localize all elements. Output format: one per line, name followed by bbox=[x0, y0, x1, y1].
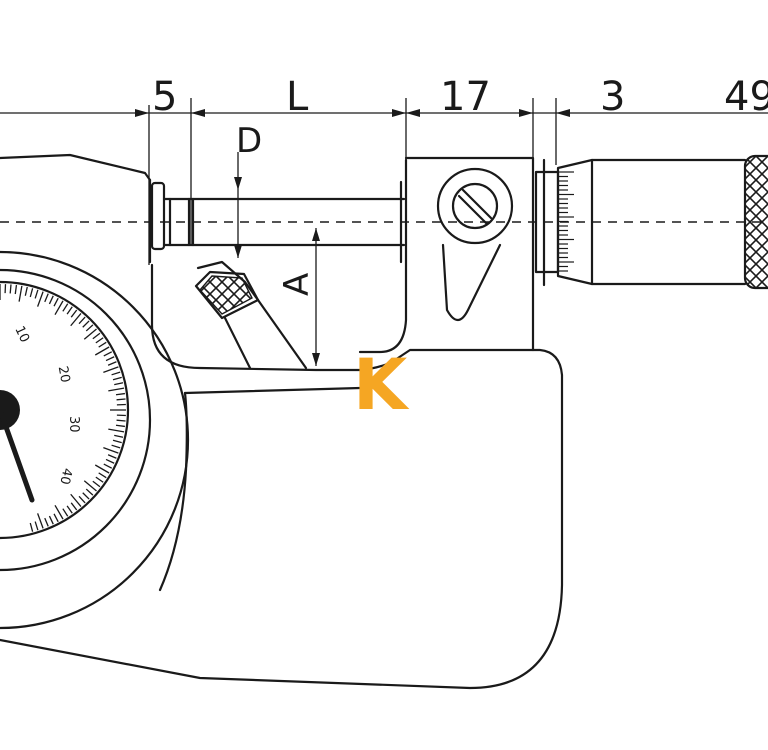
dial-tick bbox=[78, 495, 86, 504]
dimension-5: 5 bbox=[152, 74, 177, 120]
dial-tick bbox=[34, 521, 39, 531]
dial-tick bbox=[70, 502, 78, 511]
dial-tick bbox=[53, 513, 59, 523]
dial-tick bbox=[112, 376, 122, 381]
dial-tick bbox=[116, 398, 126, 401]
dial-tick bbox=[85, 324, 94, 332]
dial-tick bbox=[103, 366, 119, 373]
dial-tick bbox=[114, 382, 124, 386]
dial-scale-20: 20 bbox=[55, 365, 73, 384]
dial-tick bbox=[14, 284, 18, 295]
dial-tick bbox=[83, 480, 97, 492]
label-D: D bbox=[236, 121, 262, 161]
dial-tick bbox=[66, 505, 73, 514]
dial-tick bbox=[18, 285, 23, 302]
dial-tick bbox=[48, 295, 54, 305]
knurled-ratchet bbox=[743, 154, 768, 290]
lock-screw bbox=[436, 167, 514, 322]
dial-tick bbox=[105, 356, 115, 362]
dial-tick bbox=[98, 472, 107, 479]
dial-tick bbox=[37, 291, 44, 307]
brand-logo-k: K bbox=[353, 344, 410, 426]
dial-tick bbox=[66, 306, 73, 315]
dial-tick bbox=[44, 517, 49, 527]
dial-scale-40: 40 bbox=[56, 467, 74, 486]
dial-tick bbox=[9, 284, 12, 294]
dial-tick bbox=[103, 463, 113, 469]
dial-tick bbox=[54, 504, 64, 520]
dial-tick bbox=[94, 346, 110, 356]
dial-tick bbox=[108, 428, 125, 433]
dial-tick bbox=[83, 328, 97, 340]
dial-tick bbox=[94, 464, 110, 474]
dial-tick bbox=[29, 522, 34, 532]
dial-tick bbox=[95, 337, 104, 344]
dial-tick bbox=[85, 488, 94, 496]
dial-tick bbox=[82, 492, 90, 500]
dial-tick bbox=[115, 392, 126, 396]
dial-indicator bbox=[0, 250, 190, 630]
dial-tick bbox=[108, 387, 125, 392]
a-marker bbox=[312, 228, 320, 366]
dial-tick bbox=[44, 293, 49, 303]
dial-tick bbox=[48, 515, 54, 525]
dial-tick bbox=[115, 424, 126, 428]
dial-tick bbox=[103, 351, 113, 357]
dial-tick bbox=[34, 289, 39, 299]
dial-tick bbox=[116, 419, 126, 422]
dial-tick bbox=[107, 454, 117, 459]
dial-tick bbox=[111, 371, 121, 376]
dial-tick bbox=[70, 313, 82, 327]
thimble bbox=[556, 154, 768, 290]
dial-tick bbox=[37, 513, 44, 529]
dial-tick bbox=[53, 297, 59, 307]
dial-tick bbox=[111, 444, 121, 449]
dial-tick bbox=[112, 439, 122, 444]
dimension-lines bbox=[0, 98, 768, 265]
dial-tick bbox=[114, 434, 124, 438]
dimension-17: 17 bbox=[440, 74, 491, 120]
dimension-L: L bbox=[286, 74, 309, 120]
dial-tick bbox=[92, 480, 101, 488]
dial-tick bbox=[29, 288, 34, 298]
dial-scale-30: 30 bbox=[66, 416, 81, 433]
dial-needle bbox=[0, 407, 35, 503]
micrometer-frame bbox=[0, 153, 564, 690]
dial-tick bbox=[92, 332, 101, 340]
dial-tick bbox=[103, 447, 119, 454]
dial-tick bbox=[107, 361, 117, 366]
spindle bbox=[162, 180, 406, 264]
dial-tick bbox=[82, 320, 90, 328]
dial-tick bbox=[105, 458, 115, 464]
dial-scale-10: 10 bbox=[11, 324, 32, 345]
dial-tick bbox=[78, 316, 86, 325]
dial-tick bbox=[70, 309, 78, 318]
dimension-3: 3 bbox=[600, 74, 625, 120]
dial-tick bbox=[98, 341, 107, 348]
dial-tick bbox=[70, 493, 82, 507]
d-marker bbox=[234, 152, 242, 258]
dial-tick bbox=[62, 508, 69, 517]
label-A: A bbox=[277, 273, 317, 296]
dial-tick bbox=[62, 303, 69, 312]
dial-tick bbox=[54, 300, 64, 316]
dial-tick bbox=[24, 286, 28, 296]
dimension-49: 49 bbox=[724, 74, 768, 120]
dial-tick bbox=[95, 476, 104, 483]
angled-pin bbox=[194, 260, 308, 370]
